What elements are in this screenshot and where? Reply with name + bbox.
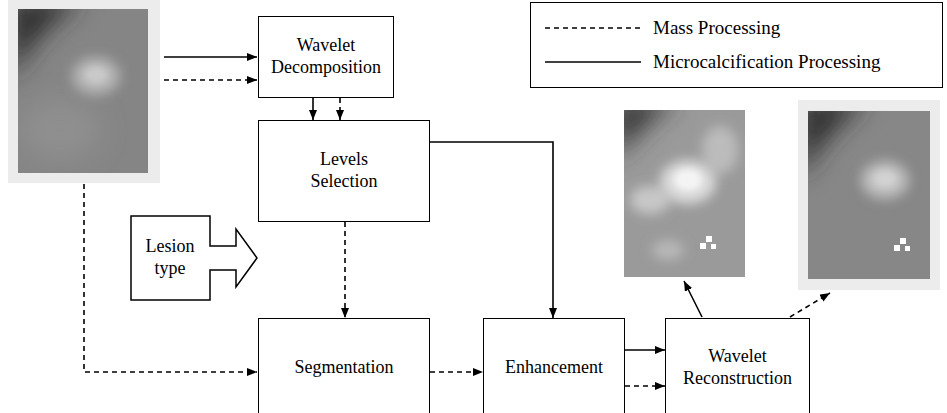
flow-arrow [684,281,702,317]
arrow-outline [131,216,257,300]
box-label: Lesion type [135,236,205,279]
legend-line-sample [545,23,641,33]
flow-arrow [84,184,257,372]
arrow-outline [130,215,258,301]
legend-line-sample [545,27,641,28]
legend-box: Mass ProcessingMicrocalcification Proces… [530,2,943,88]
flow-arrow [339,98,341,120]
process-box: Wavelet Reconstruction [665,318,810,413]
process-box: Wavelet Decomposition [258,16,394,98]
flow-arrow [625,349,665,351]
flow-arrow [164,56,257,58]
legend-line-sample [545,57,641,67]
legend-label: Microcalcification Processing [653,51,880,73]
legend-entry: Microcalcification Processing [545,45,942,79]
box-label: Enhancement [491,357,617,379]
box-label: Levels Selection [296,149,392,192]
process-box: Enhancement [483,318,625,413]
legend-label: Mass Processing [653,17,780,39]
box-label: Wavelet Reconstruction [674,346,802,389]
flow-arrow [625,385,665,387]
flow-arrow [344,222,346,318]
legend-line-sample [545,61,641,62]
process-box: Segmentation [258,318,430,413]
image-frame [8,0,160,183]
mammogram-output [624,110,745,277]
image-frame [798,100,940,290]
flow-arrow [164,79,257,81]
process-box: Levels Selection [258,120,430,222]
flow-arrow [312,98,314,120]
input-arrow-box: Lesion type [130,215,258,301]
legend-entry: Mass Processing [545,11,942,45]
mammogram-input [18,9,148,173]
mammogram-output [808,111,930,279]
box-label: Wavelet Decomposition [265,35,387,78]
flow-arrow [790,293,830,317]
box-label: Segmentation [269,357,419,379]
flow-arrow [430,142,553,318]
flow-arrow [430,371,483,373]
